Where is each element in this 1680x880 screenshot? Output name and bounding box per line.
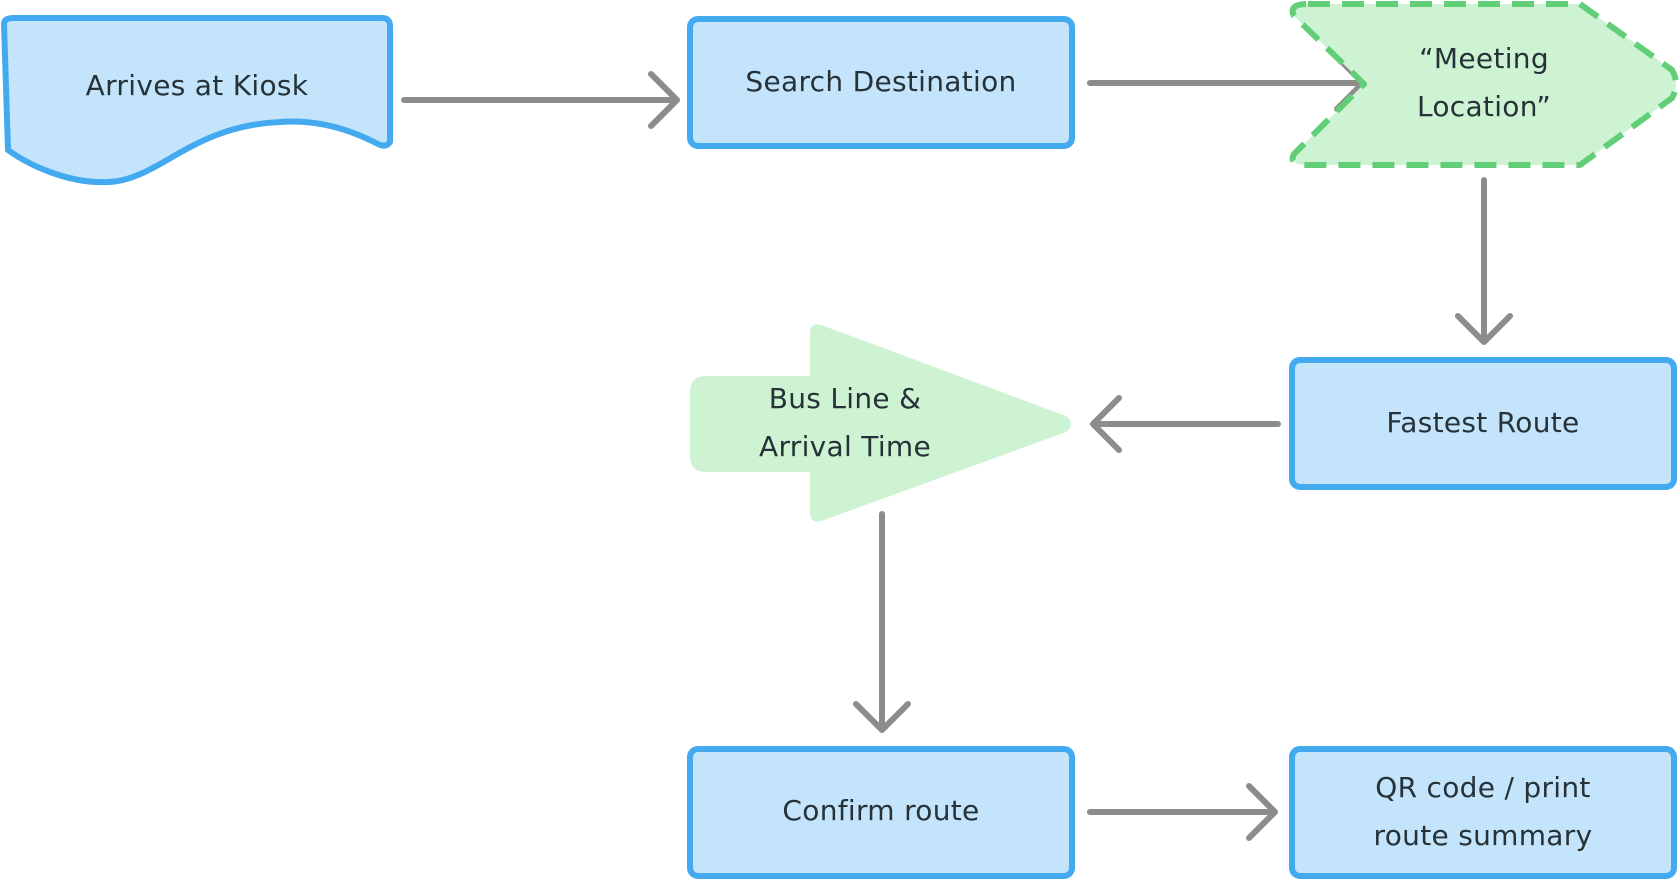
node-qr-code-print[interactable]: QR code / print route summary: [1289, 746, 1677, 879]
node-label-line: route summary: [1374, 819, 1593, 852]
node-label: Bus Line & Arrival Time: [759, 382, 931, 463]
display-shape: [1289, 1, 1679, 168]
node-fastest-route[interactable]: Fastest Route: [1289, 357, 1677, 490]
node-label-line: Fastest Route: [1386, 406, 1579, 439]
process-box: [1289, 357, 1677, 490]
connector-confirm-to-qr: [1087, 783, 1278, 841]
process-box: [1289, 746, 1677, 879]
node-label: Confirm route: [782, 794, 979, 827]
node-label-line: Search Destination: [745, 65, 1016, 98]
node-label: QR code / print route summary: [1374, 771, 1593, 852]
node-label-line: Arrives at Kiosk: [86, 69, 309, 102]
node-label-line: QR code / print: [1375, 771, 1590, 804]
document-shape: [1, 15, 393, 186]
connector-meeting-to-fastest: [1455, 177, 1513, 345]
node-confirm-route[interactable]: Confirm route: [687, 746, 1075, 879]
process-box: [687, 746, 1075, 879]
node-arrives-at-kiosk[interactable]: Arrives at Kiosk: [1, 15, 393, 186]
node-label-line: “Meeting: [1419, 42, 1549, 75]
node-label-line: Arrival Time: [759, 430, 931, 463]
process-box: [687, 16, 1075, 149]
connector-bus-to-confirm: [853, 511, 911, 733]
node-label-line: Location”: [1417, 90, 1551, 123]
node-bus-line-arrival-time[interactable]: Bus Line & Arrival Time: [690, 324, 1071, 522]
arrow-shape: [690, 324, 1071, 522]
connector-fastest-to-bus: [1090, 395, 1281, 453]
node-label-line: Confirm route: [782, 794, 979, 827]
connector-search-to-meeting: [1087, 54, 1366, 112]
node-label: Fastest Route: [1386, 406, 1579, 439]
node-label: Search Destination: [745, 65, 1016, 98]
connector-arrives-to-search: [401, 71, 680, 129]
node-label: Arrives at Kiosk: [86, 69, 309, 102]
node-label-line: Bus Line &: [769, 382, 922, 415]
node-search-destination[interactable]: Search Destination: [687, 16, 1075, 149]
